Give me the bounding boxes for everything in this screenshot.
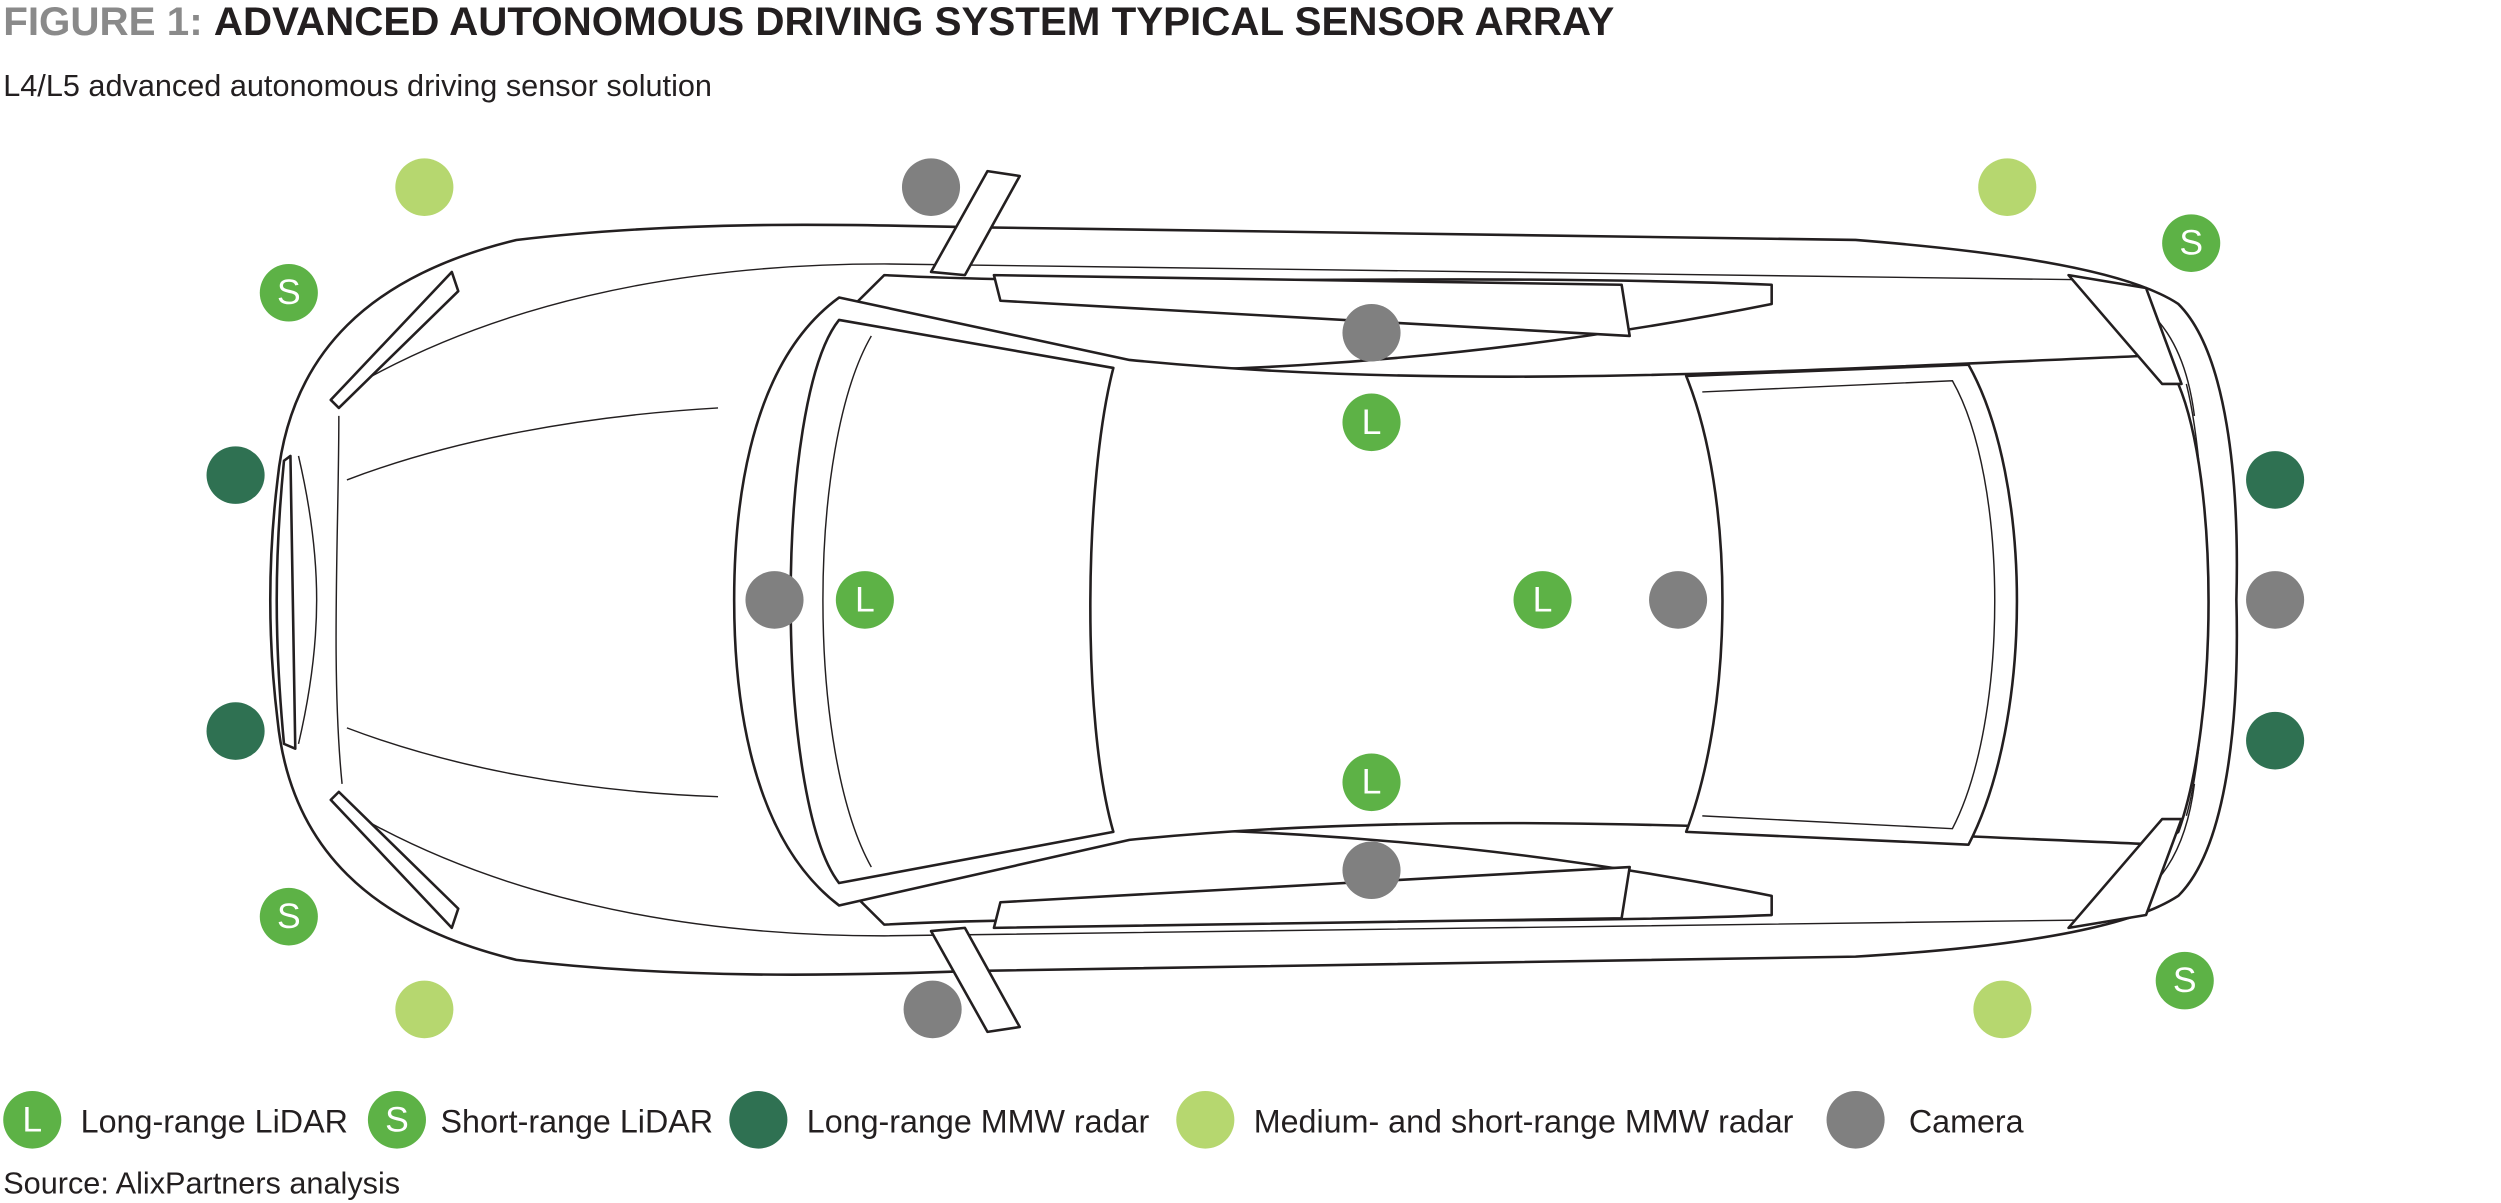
mid-range-radar-marker — [1973, 980, 2032, 1039]
short-lidar-marker: S — [2162, 214, 2221, 272]
svg-text:Camera: Camera — [1909, 1104, 2024, 1140]
svg-text:L: L — [1362, 403, 1382, 442]
long-lidar-marker: L — [835, 571, 894, 629]
camera-marker — [2246, 571, 2305, 629]
legend-item-camera: Camera — [1826, 1091, 2024, 1149]
legend-item-long-lidar: L Long-range LiDAR — [3, 1091, 348, 1149]
figure-number: FIGURE 1: — [3, 0, 202, 44]
svg-text:S: S — [277, 897, 301, 936]
svg-text:L: L — [1362, 763, 1382, 802]
svg-text:S: S — [277, 273, 301, 312]
svg-text:Short-range LiDAR: Short-range LiDAR — [440, 1104, 713, 1140]
camera-marker — [1342, 841, 1401, 900]
source-note: Source: AlixPartners analysis — [3, 1167, 400, 1201]
long-range-radar-marker — [206, 702, 265, 760]
camera-marker — [1649, 571, 1708, 629]
legend-item-long-radar: Long-range MMW radar — [729, 1091, 1150, 1149]
svg-text:S: S — [2173, 961, 2197, 1000]
figure-title-text: ADVANCED AUTONOMOUS DRIVING SYSTEM TYPIC… — [214, 0, 1615, 44]
long-range-radar-marker — [2246, 451, 2305, 509]
long-lidar-marker: L — [1342, 753, 1401, 812]
camera-marker — [901, 158, 961, 216]
legend: L Long-range LiDAR S Short-range LiDAR Lon… — [3, 1091, 2024, 1149]
svg-text:S: S — [2179, 224, 2203, 263]
mid-range-radar-marker — [1978, 158, 2037, 216]
long-lidar-marker: L — [1342, 393, 1401, 452]
short-lidar-marker: S — [259, 263, 318, 322]
camera-marker — [745, 571, 804, 629]
camera-marker — [1342, 303, 1401, 362]
short-lidar-marker: S — [259, 887, 318, 946]
svg-text:L: L — [855, 580, 875, 619]
svg-text:L: L — [22, 1100, 42, 1139]
car-outline — [268, 169, 2239, 1034]
mid-range-radar-marker — [395, 980, 454, 1039]
legend-item-mid-radar: Medium- and short-range MMW radar — [1176, 1091, 1794, 1149]
svg-text:S: S — [385, 1100, 409, 1139]
legend-item-short-lidar: S Short-range LiDAR — [367, 1091, 713, 1149]
figure-subtitle: L4/L5 advanced autonomous driving sensor… — [3, 69, 712, 103]
mid-range-radar-marker — [395, 158, 454, 216]
svg-text:L: L — [1533, 580, 1553, 619]
long-range-radar-marker — [206, 446, 265, 504]
long-lidar-marker: L — [1513, 571, 1572, 629]
svg-text:Long-range LiDAR: Long-range LiDAR — [81, 1104, 348, 1140]
camera-marker — [903, 980, 962, 1039]
sensors: S S S S L L L L — [206, 158, 2305, 1039]
svg-text:Long-range MMW radar: Long-range MMW radar — [807, 1104, 1150, 1140]
svg-text:Medium- and short-range MMW ra: Medium- and short-range MMW radar — [1254, 1104, 1794, 1140]
long-range-radar-marker — [2246, 711, 2305, 770]
short-lidar-marker: S — [2155, 951, 2214, 1010]
figure-title: FIGURE 1: ADVANCED AUTONOMOUS DRIVING SY… — [3, 0, 1614, 44]
